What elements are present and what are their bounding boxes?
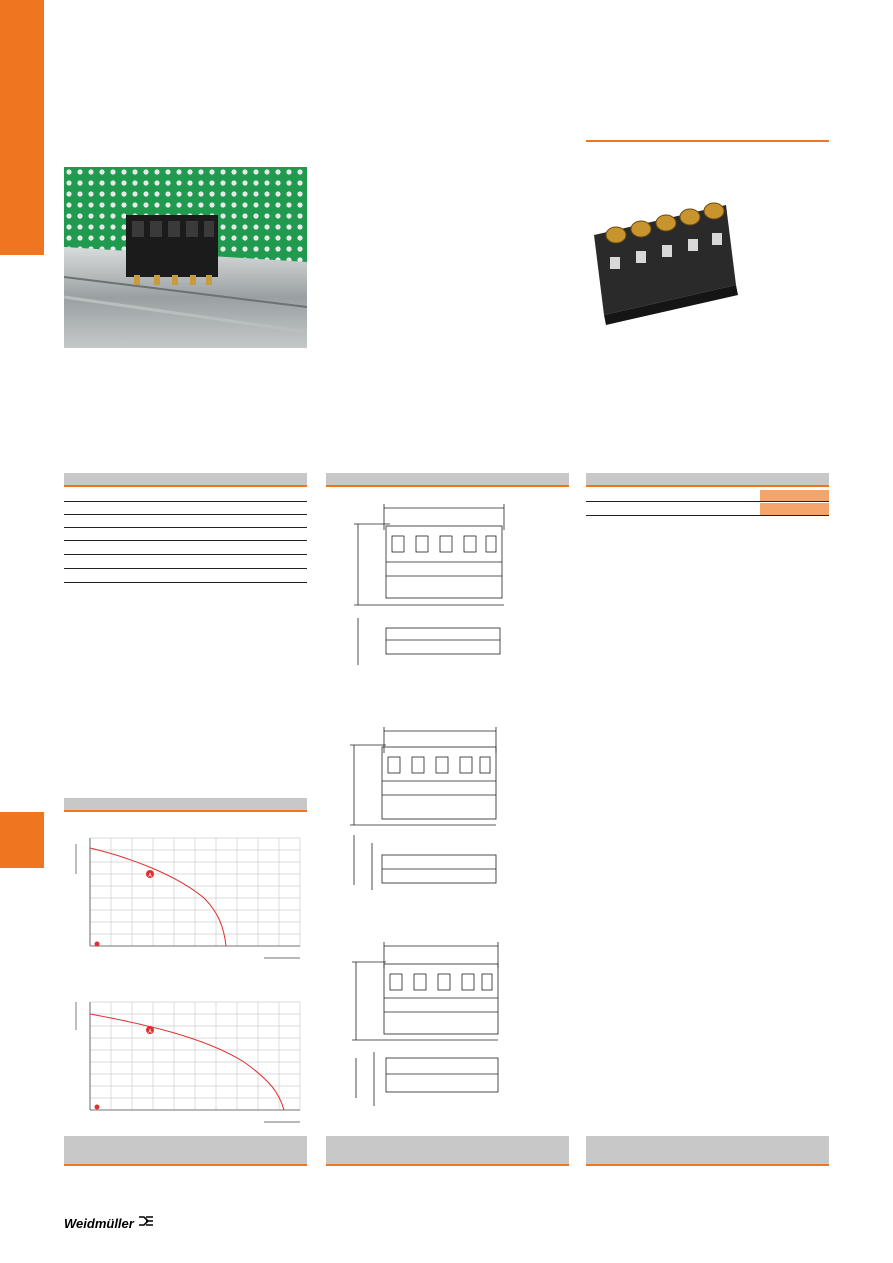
table-row bbox=[64, 582, 307, 583]
table-row bbox=[64, 568, 307, 569]
dimension-drawing-2 bbox=[350, 725, 520, 890]
table-row bbox=[64, 501, 307, 502]
derating-chart-2: A bbox=[64, 992, 307, 1127]
order-cell-highlight bbox=[760, 490, 829, 502]
table-row bbox=[586, 501, 829, 502]
table-row bbox=[586, 515, 829, 516]
table-row bbox=[64, 527, 307, 528]
ordering-data-header bbox=[586, 473, 829, 487]
footer-box-middle bbox=[326, 1136, 569, 1166]
table-row bbox=[64, 514, 307, 515]
logo-mark-icon bbox=[138, 1214, 154, 1232]
technical-data-header bbox=[64, 473, 307, 487]
brand-logo: Weidmüller bbox=[64, 1214, 154, 1232]
curve-marker-a: A bbox=[148, 1029, 152, 1035]
footer-box-right bbox=[586, 1136, 829, 1166]
application-photo bbox=[64, 167, 307, 348]
right-column-rule bbox=[586, 140, 829, 142]
order-cell-highlight bbox=[760, 503, 829, 515]
logo-text: Weidmüller bbox=[64, 1215, 134, 1231]
product-photo bbox=[586, 195, 746, 325]
table-row bbox=[64, 554, 307, 555]
footer-box-left bbox=[64, 1136, 307, 1166]
edge-tab-middle bbox=[0, 812, 44, 868]
derating-chart-1: A bbox=[64, 828, 307, 963]
derating-curve-header bbox=[64, 798, 307, 812]
edge-tab-top bbox=[0, 0, 44, 255]
dimensions-header bbox=[326, 473, 569, 487]
dimension-drawing-1 bbox=[350, 500, 520, 670]
dimension-drawing-3 bbox=[350, 940, 520, 1110]
table-row bbox=[64, 540, 307, 541]
curve-marker-a: A bbox=[148, 873, 152, 879]
